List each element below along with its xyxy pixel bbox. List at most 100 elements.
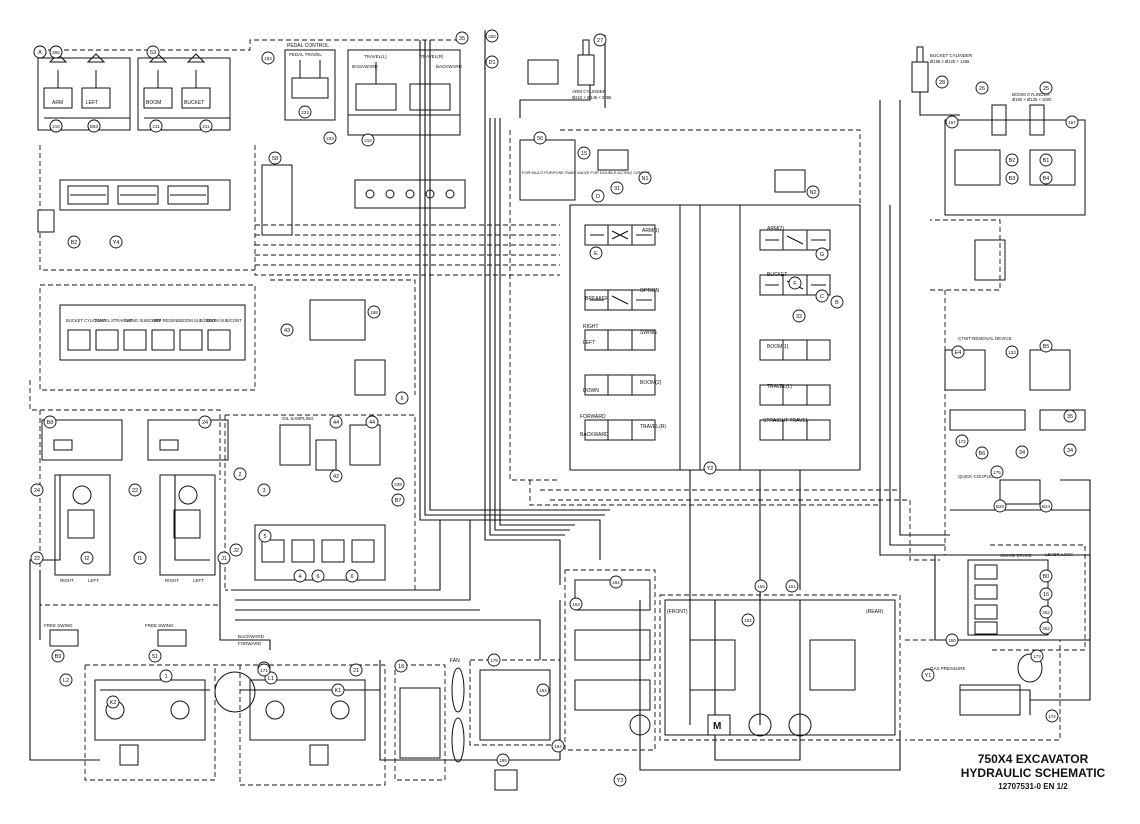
callout-B2: B2 — [1005, 153, 1019, 167]
callout-text: 42 — [333, 474, 339, 480]
callout-text: B7 — [395, 498, 402, 504]
callout-B9: B9 — [51, 649, 65, 663]
callout-Y2: Y2 — [703, 461, 717, 475]
callout-text: 34 — [1019, 450, 1025, 456]
callout-28: 28 — [935, 75, 949, 89]
pedal-travel-label: PEDAL TRAVEL — [289, 52, 322, 57]
callout-B24: B24 — [1039, 499, 1053, 513]
sub-label-5: BOOM SUB/CONT — [206, 318, 242, 323]
sub-label-2: SWING SUB/CONT — [124, 318, 161, 323]
callout-text: 171 — [260, 668, 268, 673]
free-swing-label-1: FREE SWING — [44, 623, 73, 628]
callout-22: 22 — [128, 483, 142, 497]
callout-text: B4 — [1043, 176, 1050, 182]
callout-text: K1 — [335, 688, 342, 694]
callout-text: B2 — [71, 240, 78, 246]
left-label-1: LEFT — [88, 578, 99, 583]
callout-text: 218 — [52, 124, 60, 129]
callout-239: 239 — [391, 477, 405, 491]
breaker-label: BREAKER — [585, 296, 609, 302]
callout-text: 174 — [1048, 714, 1056, 719]
callout-text: 6 — [400, 396, 403, 402]
callout-text: 262 — [1042, 610, 1050, 615]
doc-number: 12707531-0 EN 1/2 — [998, 782, 1068, 791]
callout-text: 44 — [369, 420, 375, 426]
pilot-label-arm: ARM — [52, 100, 63, 106]
callout-text: 175 — [993, 470, 1001, 475]
swing-motor-left — [41, 419, 229, 576]
callout-211: 211 — [149, 119, 163, 133]
callout-text: 24 — [34, 488, 40, 494]
boom2-label: BOOM(2) — [640, 380, 662, 386]
callout-264: 264 — [609, 575, 623, 589]
callout-text: 167 — [1068, 120, 1076, 125]
travel-r-label: TRAVEL(R) — [420, 54, 444, 59]
callout-44: 44 — [365, 415, 379, 429]
right-label-2: RIGHT — [165, 578, 179, 583]
fan-motor-group — [399, 667, 551, 791]
callout-text: Y1 — [925, 673, 932, 679]
pilot-label-boom: BOOM — [146, 100, 161, 106]
callout-25: 25 — [1039, 81, 1053, 95]
callout-250: 250 — [485, 29, 499, 43]
callout-text: 56 — [537, 136, 543, 142]
callout-B1: B1 — [1039, 153, 1053, 167]
arm-cylinder — [527, 39, 595, 86]
callout-B2: B2 — [67, 235, 81, 249]
forward-spool-label: FORWARD — [580, 414, 606, 420]
pedal-control-label: PEDAL CONTROL — [287, 43, 329, 49]
callout-51: 51 — [148, 649, 162, 663]
callout-text: 1 — [164, 674, 167, 680]
callout-text: 6 — [350, 574, 353, 580]
callout-B7: B7 — [391, 493, 405, 507]
callout-L2: L2 — [59, 673, 73, 687]
callout-text: 31 — [614, 186, 620, 192]
callout-text: 210 — [364, 138, 372, 143]
solenoid-bank-labels: BUCKET CYL/CONT TRAVEL STRAIGHT SWING SU… — [66, 318, 242, 323]
callout-text: 22 — [132, 488, 138, 494]
travel-motors — [94, 671, 366, 766]
right-spool-label: RIGHT — [583, 324, 599, 330]
callout-163: 163 — [569, 597, 583, 611]
free-swing-valves — [49, 629, 187, 647]
sub-label-0: BUCKET CYL/CONT — [66, 318, 106, 323]
callout-text: 5 — [263, 534, 266, 540]
callout-167: 167 — [1065, 115, 1079, 129]
callout-text: 51 — [152, 654, 158, 660]
callout-text: B8 — [47, 420, 54, 426]
pedal-control — [284, 49, 336, 121]
callout-text: 183 — [264, 56, 272, 61]
right-label-1: RIGHT — [60, 578, 74, 583]
callout-text: F — [793, 281, 797, 287]
lever-lock-label: LEVER LOCK — [1045, 552, 1073, 557]
callout-text: 167 — [948, 120, 956, 125]
callout-34: 34 — [1063, 443, 1077, 457]
pilot-label-left: LEFT — [86, 100, 98, 106]
arm2-label: ARM(2) — [767, 226, 785, 232]
arm-cylinder-size: Ø210 × Ø145 × 2085 — [572, 95, 612, 100]
callout-5: 5 — [258, 529, 272, 543]
sub-label-3: ARM REGENE — [152, 318, 180, 323]
bucket-cylinder — [911, 46, 929, 93]
callout-markers: 5421121121121121153581832332333556210250… — [30, 29, 1079, 787]
callout-24: 24 — [30, 483, 44, 497]
quick-coupler-label: QUICK COUPLER — [958, 474, 996, 479]
callout-E4: E4 — [951, 345, 965, 359]
callout-text: D — [596, 194, 600, 200]
callout-text: 250 — [488, 34, 496, 39]
swing-motor-labels: RIGHT LEFT RIGHT LEFT — [60, 578, 204, 583]
callout-24: 24 — [198, 415, 212, 429]
callout-text: 233 — [301, 110, 309, 115]
callout-233: 233 — [323, 131, 337, 145]
callout-210: 210 — [361, 133, 375, 147]
callout-text: 152 — [744, 618, 752, 623]
title-line-2: HYDRAULIC SCHEMATIC — [960, 766, 1106, 780]
callout-text: 168 — [370, 310, 378, 315]
callout-B83: B83 — [87, 119, 101, 133]
sub-label-4: BOOM SUB/CONT — [180, 318, 216, 323]
callout-173: 173 — [1030, 649, 1044, 663]
pilot-lines — [29, 39, 1086, 786]
callout-35: 35 — [455, 31, 469, 45]
callout-I2: I2 — [80, 551, 94, 565]
callout-text: 151 — [788, 584, 796, 589]
